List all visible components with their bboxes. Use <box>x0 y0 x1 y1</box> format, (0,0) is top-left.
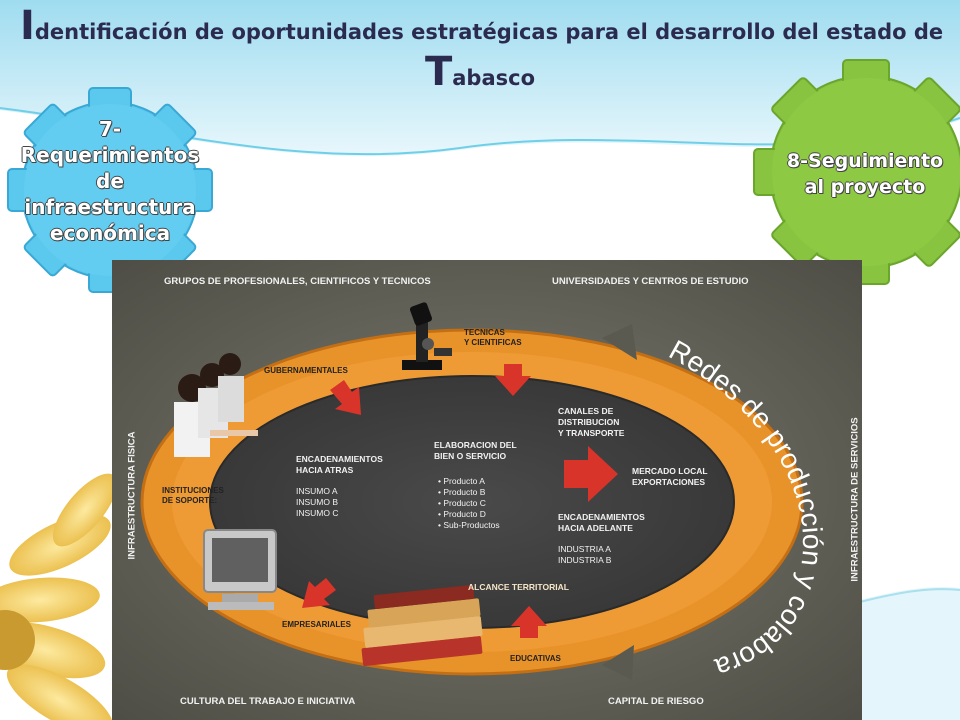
producto-c: • Producto C <box>438 498 486 508</box>
label-tecnicas: TECNICAS Y CIENTIFICAS <box>464 328 522 347</box>
gear-left-shape <box>7 87 213 293</box>
label-educativas: EDUCATIVAS <box>510 654 561 663</box>
insumo-c: INSUMO C <box>296 508 339 518</box>
gear-right-label: 8-Seguimiento al proyecto <box>786 150 944 198</box>
producto-list: • Producto A • Producto B • Producto C •… <box>438 476 500 531</box>
sub-productos: • Sub-Productos <box>438 520 500 530</box>
industria-b: INDUSTRIA B <box>558 555 612 565</box>
label-encad-atras: ENCADENAMIENTOS HACIA ATRAS <box>296 454 383 475</box>
insumo-list: INSUMO A INSUMO B INSUMO C <box>296 486 339 519</box>
producto-a: • Producto A <box>438 476 485 486</box>
label-infra-servicios: INFRAESTRUCTURA DE SERVICIOS <box>849 417 861 582</box>
label-infra-fisica: INFRAESTRUCTURA FISICA <box>126 431 138 560</box>
label-instituciones: INSTITUCIONES DE SOPORTE: <box>162 486 224 505</box>
people-icon <box>174 353 258 457</box>
label-universidades: UNIVERSIDADES Y CENTROS DE ESTUDIO <box>552 276 749 287</box>
producto-d: • Producto D <box>438 509 486 519</box>
label-cultura: CULTURA DEL TRABAJO E INICIATIVA <box>180 696 356 707</box>
label-canales: CANALES DE DISTRIBUCION Y TRANSPORTE <box>558 406 625 438</box>
red-arrows <box>302 364 618 638</box>
slide-title: Identificación de oportunidades estratég… <box>20 0 944 98</box>
label-empresariales: EMPRESARIALES <box>282 620 351 629</box>
label-encad-adelante: ENCADENAMIENTOS HACIA ADELANTE <box>558 512 645 533</box>
producto-b: • Producto B <box>438 487 486 497</box>
industria-list: INDUSTRIA A INDUSTRIA B <box>558 544 611 566</box>
title-initial-2: T <box>424 49 453 95</box>
flower-decoration <box>0 473 118 720</box>
label-mercado: MERCADO LOCAL EXPORTACIONES <box>632 466 708 487</box>
books-icon <box>361 585 483 667</box>
insumo-b: INSUMO B <box>296 497 339 507</box>
diagram-graphics: Redes de producción y colaboración <box>112 260 862 720</box>
label-alcance: ALCANCE TERRITORIAL <box>468 582 569 592</box>
gear-right-shape <box>753 59 960 285</box>
computer-icon <box>203 529 277 610</box>
title-initial-1: I <box>20 3 35 49</box>
industria-a: INDUSTRIA A <box>558 544 611 554</box>
label-grupos: GRUPOS DE PROFESIONALES, CIENTIFICOS Y T… <box>164 276 431 287</box>
title-text-2: abasco <box>452 66 536 90</box>
title-text-1: dentificación de oportunidades estratégi… <box>34 20 944 44</box>
label-elaboracion: ELABORACION DEL BIEN O SERVICIO <box>434 440 517 461</box>
gear-left-label: 7-Requerimientos de infraestructura econ… <box>20 117 200 245</box>
label-gubernamentales: GUBERNAMENTALES <box>264 366 348 375</box>
production-network-diagram: Redes de producción y colaboración GRUPO… <box>112 260 862 720</box>
microscope-icon <box>402 302 452 370</box>
label-capital: CAPITAL DE RIESGO <box>608 696 704 707</box>
insumo-a: INSUMO A <box>296 486 338 496</box>
